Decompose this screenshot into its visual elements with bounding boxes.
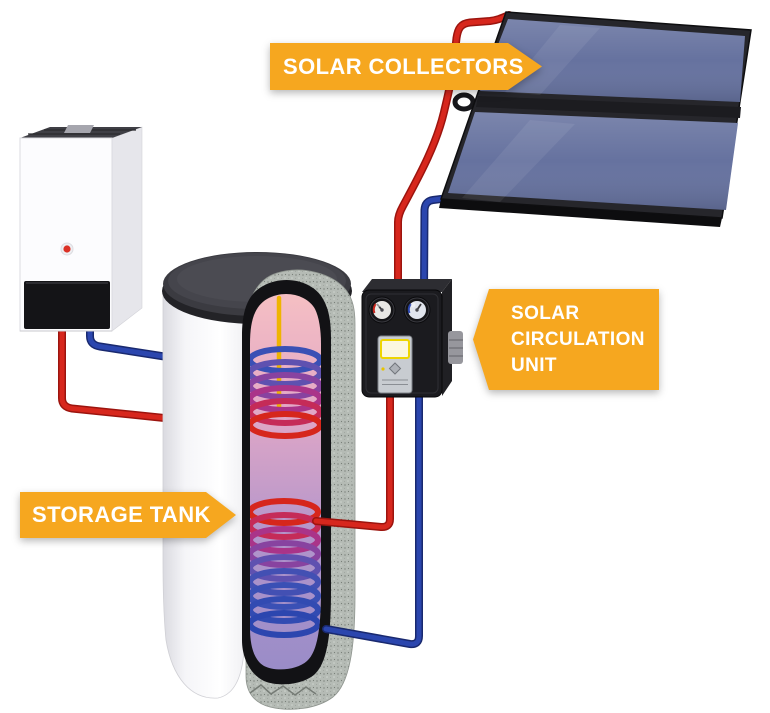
upper-heat-exchanger-coil bbox=[250, 346, 321, 439]
solar-circulation-unit bbox=[361, 279, 463, 398]
lower-heat-exchanger-coil bbox=[250, 498, 321, 638]
storage-tank bbox=[162, 252, 356, 710]
controller-display bbox=[377, 335, 413, 394]
storage-tank-label-text: STORAGE TANK bbox=[32, 502, 211, 527]
boiler-indicator-light bbox=[63, 245, 71, 253]
solar-circulation-unit-label-arrow: SOLAR CIRCULATION UNIT bbox=[473, 289, 659, 390]
solar-collectors-label-arrow: SOLAR COLLECTORS bbox=[270, 43, 542, 90]
collector-hot-pipe bbox=[394, 11, 513, 297]
pressure-gauge-cold bbox=[403, 296, 431, 324]
collector-frame-bottom bbox=[439, 199, 722, 227]
solar-collectors-label-text: SOLAR COLLECTORS bbox=[283, 53, 524, 79]
tank-cold-pipe bbox=[322, 390, 423, 649]
boiler-control-panel bbox=[24, 281, 110, 329]
boiler-cold-pipe bbox=[86, 320, 178, 362]
tank-hot-pipe bbox=[312, 390, 394, 532]
solar-collectors-label: SOLAR COLLECTORS bbox=[270, 43, 542, 90]
collector-mid-rail bbox=[476, 96, 741, 118]
storage-tank-label-arrow: STORAGE TANK bbox=[20, 492, 236, 538]
collector-cold-pipe bbox=[420, 195, 445, 297]
pressure-gauge-hot bbox=[368, 296, 396, 324]
unit-top bbox=[362, 279, 452, 292]
boiler-hot-pipe bbox=[58, 320, 178, 423]
tank-bottom-cut-edge bbox=[249, 684, 317, 696]
boiler bbox=[19, 125, 143, 332]
unit-side bbox=[442, 279, 452, 396]
boiler-side bbox=[111, 126, 143, 332]
boiler-top-vent bbox=[64, 125, 94, 133]
collector-pipe-loop bbox=[452, 92, 476, 112]
solar-circulation-unit-label: SOLAR CIRCULATION UNIT bbox=[473, 289, 659, 390]
controller-screen bbox=[380, 339, 410, 359]
solar-circulation-unit-label-text: SOLAR CIRCULATION UNIT bbox=[511, 302, 645, 376]
storage-tank-label: STORAGE TANK bbox=[20, 492, 236, 538]
